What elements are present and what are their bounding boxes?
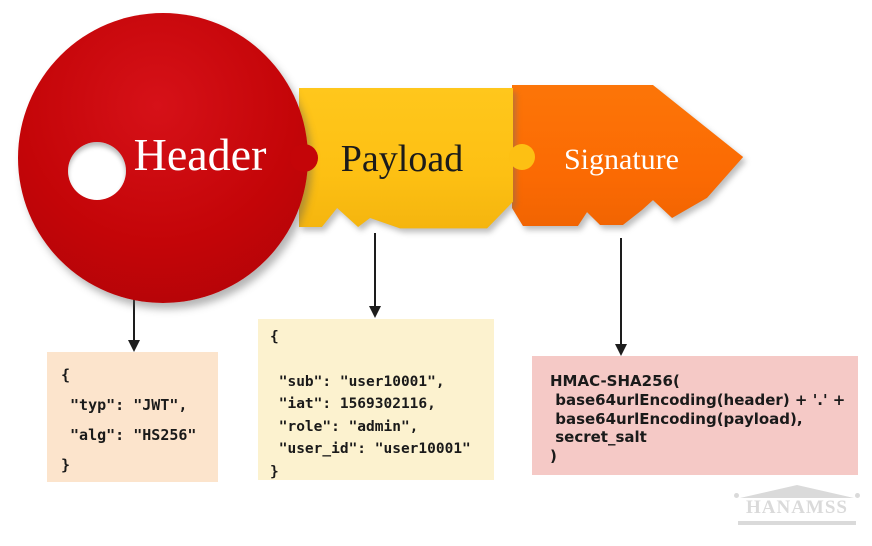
signature-formula-code: HMAC-SHA256( base64urlEncoding(header) +… <box>550 372 846 465</box>
header-json-box: { "typ": "JWT", "alg": "HS256" } <box>47 352 218 482</box>
signature-label: Signature <box>564 143 679 176</box>
header-label: Header <box>133 129 267 180</box>
arrow-head-icon <box>369 306 381 318</box>
payload-json-box: { "sub": "user10001", "iat": 1569302116,… <box>258 319 494 480</box>
watermark-text: HANAMSS <box>745 497 848 518</box>
header-json-code: { "typ": "JWT", "alg": "HS256" } <box>61 366 197 474</box>
signature-segment <box>512 85 745 237</box>
payload-key-shape <box>299 88 513 229</box>
arrow-line <box>620 238 622 344</box>
red-connector-dot-icon <box>290 144 318 172</box>
key-hole-icon <box>68 142 126 200</box>
watermark-dot-icon <box>855 493 860 498</box>
arrow-head-icon <box>615 344 627 356</box>
payload-segment <box>299 88 513 232</box>
arrow-line <box>133 298 135 340</box>
header-segment <box>18 13 308 303</box>
watermark-logo: HANAMSS <box>728 485 866 525</box>
arrow-line <box>374 233 376 306</box>
payload-json-code: { "sub": "user10001", "iat": 1569302116,… <box>270 329 471 480</box>
arrow-head-icon <box>128 340 140 352</box>
watermark-bar-icon <box>738 520 856 525</box>
signature-formula-box: HMAC-SHA256( base64urlEncoding(header) +… <box>532 356 858 475</box>
yellow-connector-dot-icon <box>509 144 535 170</box>
watermark-dot-icon <box>734 493 739 498</box>
payload-label: Payload <box>340 138 464 180</box>
watermark-roof-icon <box>740 485 854 498</box>
